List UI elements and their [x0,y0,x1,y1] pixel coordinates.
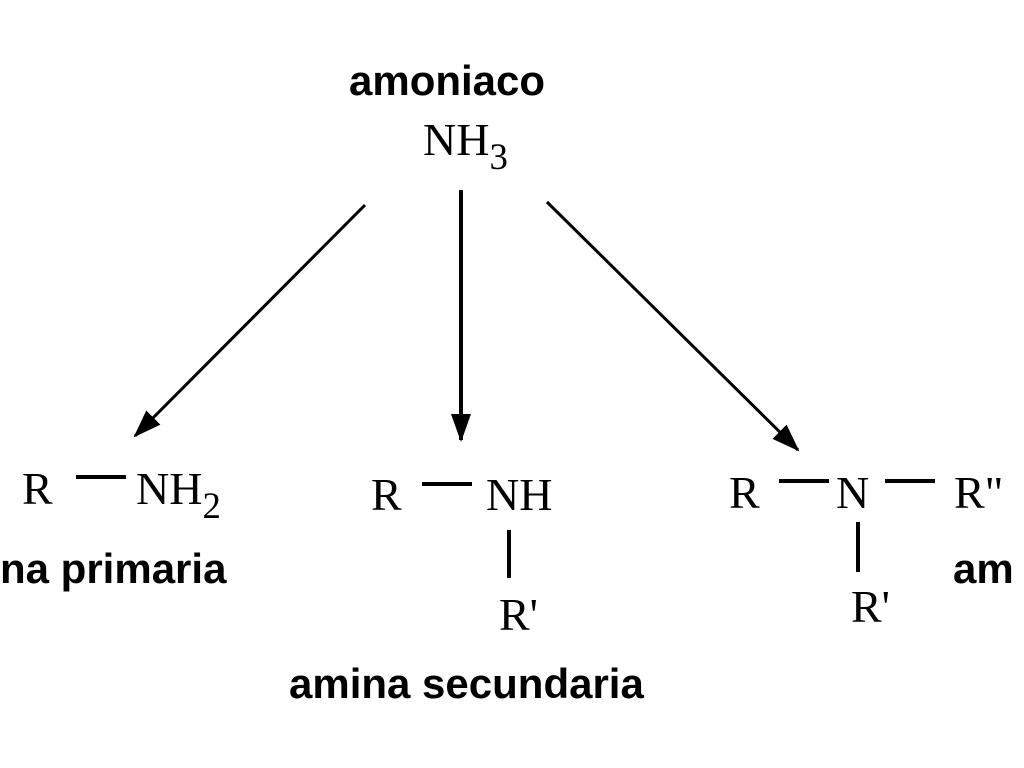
tertiary-amine-label: am [953,545,1014,592]
secondary-amine-label: amina secundaria [289,660,644,707]
primary-nh-base: NH [136,463,203,514]
primary-amine-label: na primaria [0,545,227,592]
secondary-r-prime: R' [499,589,538,640]
ammonia-formula-base: NH [423,114,490,165]
secondary-nh: NH [486,469,553,520]
secondary-r: R [371,469,402,520]
primary-r: R [22,463,53,514]
arrow-to-primary [133,203,367,438]
primary-nh2: NH2 [136,463,221,524]
arrow-to-tertiary [545,200,800,452]
ammonia-label: amoniaco [349,57,546,104]
primary-nh-subscript: 2 [202,484,221,526]
tertiary-n: N [836,467,870,518]
tertiary-r-prime: R' [851,581,890,632]
ammonia-formula-subscript: 3 [489,135,508,177]
ammonia-formula: NH3 [423,114,508,175]
tertiary-r-double-prime: R" [954,467,1004,518]
tertiary-r: R [729,467,760,518]
